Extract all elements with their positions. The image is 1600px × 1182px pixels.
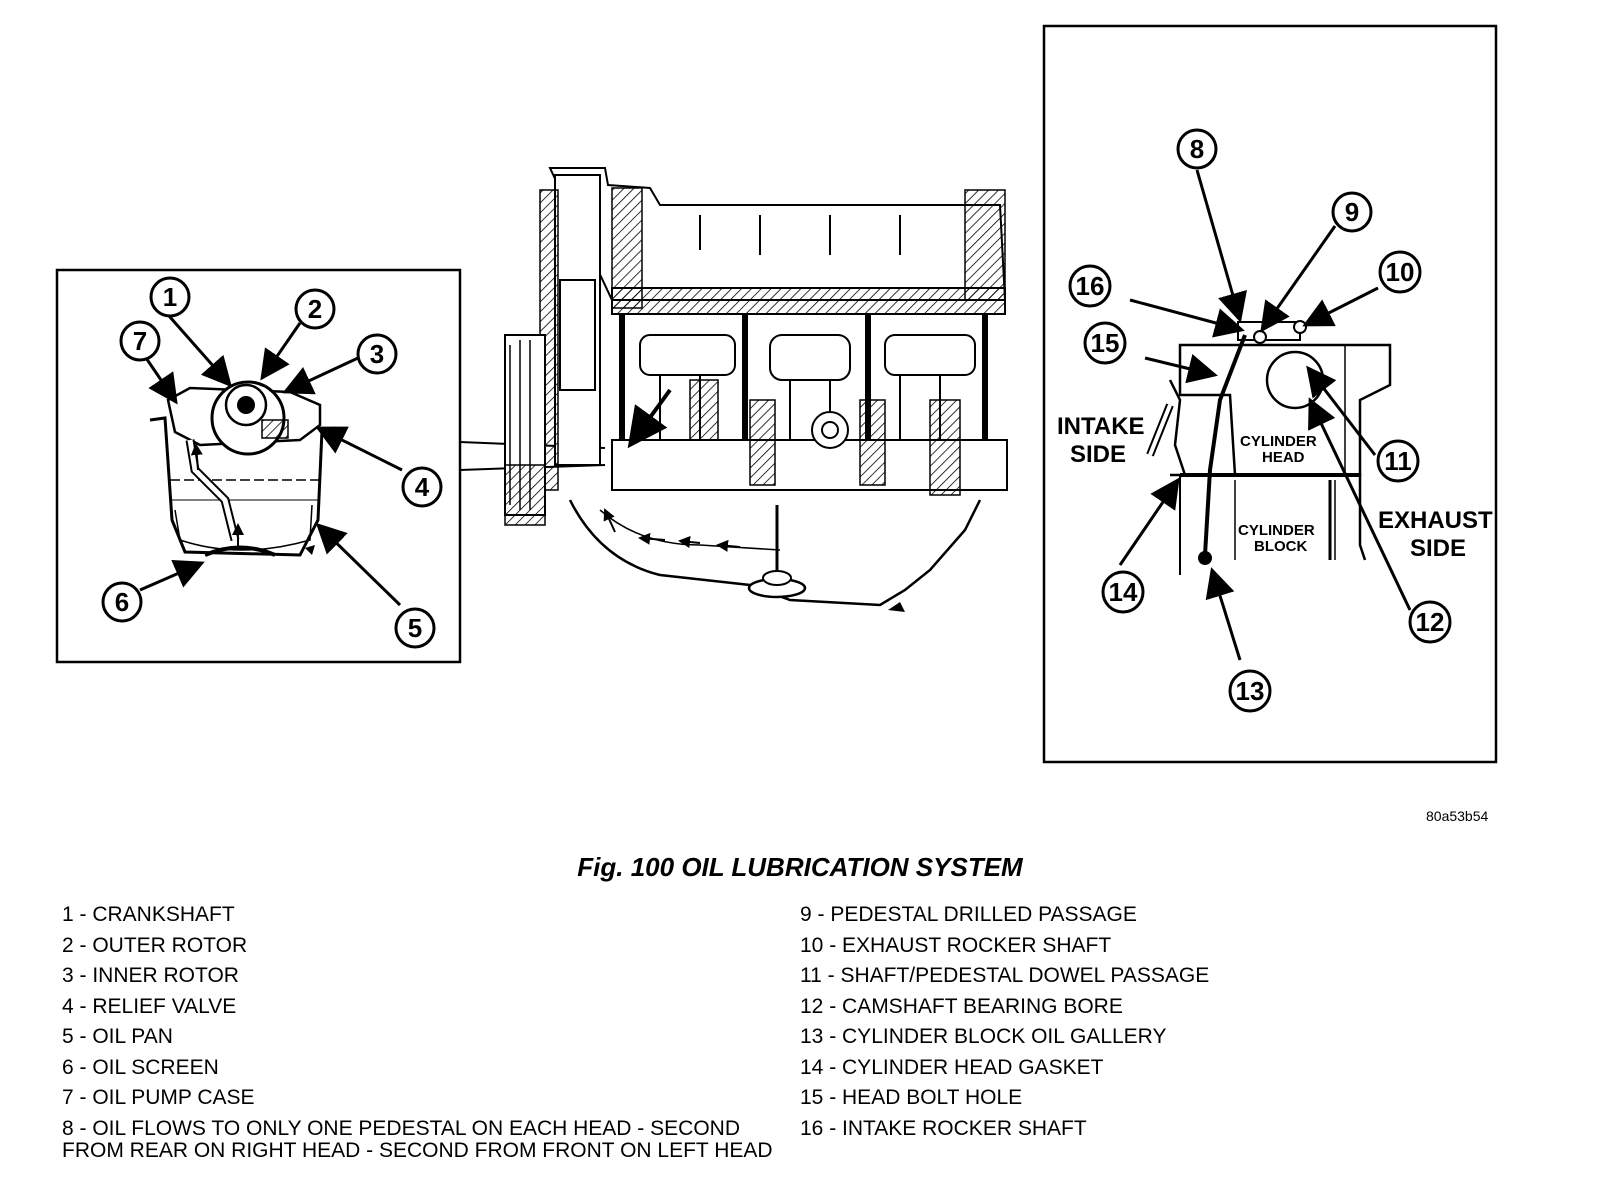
callout-11: 11 [1376,439,1420,483]
legend-item: 12 - CAMSHAFT BEARING BORE [800,994,1123,1018]
callout-8: 8 [1176,128,1218,170]
legend-item: 3 - INNER ROTOR [62,964,239,987]
intake-side-label-line2: SIDE [1070,441,1126,468]
svg-text:13: 13 [1236,676,1265,706]
callout-3: 3 [356,333,398,375]
legend-item: 4 - RELIEF VALVE [62,994,237,1018]
figure-title: Fig. 100 OIL LUBRICATION SYSTEM [577,852,1023,882]
legend-item: 1 - CRANKSHAFT [62,903,235,926]
svg-text:6: 6 [115,587,129,617]
legend-item: 9 - PEDESTAL DRILLED PASSAGE [800,903,1137,926]
exhaust-side-label-line2: SIDE [1410,535,1466,562]
legend-item: 6 - OIL SCREEN [62,1055,219,1079]
legend-item: 5 - OIL PAN [62,1025,173,1048]
legend-item: 10 - EXHAUST ROCKER SHAFT [800,933,1112,957]
cylinder-block-label-line2: BLOCK [1254,538,1307,555]
svg-text:11: 11 [1384,446,1412,476]
svg-text:12: 12 [1416,607,1445,637]
svg-text:16: 16 [1076,271,1105,301]
svg-text:9: 9 [1345,197,1359,227]
callout-4: 4 [401,466,443,508]
legend-item: 11 - SHAFT/PEDESTAL DOWEL PASSAGE [800,964,1210,987]
callout-10: 10 [1378,250,1422,294]
intake-side-label: INTAKE [1057,413,1145,440]
cylinder-block-label: CYLINDER [1238,522,1315,539]
svg-text:10: 10 [1386,257,1415,287]
callout-14: 14 [1101,570,1145,614]
exhaust-side-label: EXHAUST [1378,507,1493,534]
svg-text:8: 8 [1190,134,1204,164]
legend-right: 9 - PEDESTAL DRILLED PASSAGE 10 - EXHAUS… [800,900,1560,1144]
svg-text:7: 7 [133,326,147,356]
svg-text:5: 5 [408,613,422,643]
legend-item: 15 - HEAD BOLT HOLE [800,1086,1023,1109]
callout-1: 1 [149,276,191,318]
oil-pump-inset [55,268,462,664]
callout-2: 2 [294,288,336,330]
svg-text:14: 14 [1109,577,1138,607]
cylinder-head-label: CYLINDER [1240,433,1317,450]
callout-7: 7 [119,320,161,362]
callout-15: 15 [1083,321,1127,365]
legend-item: 7 - OIL PUMP CASE [62,1086,255,1109]
svg-text:4: 4 [415,472,430,502]
callout-13: 13 [1228,669,1272,713]
figure-code: 80a53b54 [1426,808,1489,824]
cylinder-head-inset [1042,24,1498,764]
callout-16: 16 [1068,264,1112,308]
legend-item: 2 - OUTER ROTOR [62,933,248,957]
legend-item: 8 - OIL FLOWS TO ONLY ONE PEDESTAL ON EA… [62,1116,773,1162]
svg-text:15: 15 [1091,328,1120,358]
cylinder-head-label-line2: HEAD [1262,449,1305,466]
callout-9: 9 [1331,191,1373,233]
svg-text:2: 2 [308,294,322,324]
oil-lubrication-diagram: INTAKE SIDE EXHAUST SIDE CYLINDER HEAD C… [55,24,1498,764]
legend-item: 16 - INTAKE ROCKER SHAFT [800,1116,1087,1140]
engine-cutaway [459,167,1008,612]
callout-6: 6 [101,581,143,623]
legend-item: 13 - CYLINDER BLOCK OIL GALLERY [800,1025,1167,1048]
callout-5: 5 [394,607,436,649]
legend-item: 14 - CYLINDER HEAD GASKET [800,1055,1104,1079]
svg-text:1: 1 [163,282,177,312]
svg-text:3: 3 [370,339,384,369]
callout-12: 12 [1408,600,1452,644]
legend-left: 1 - CRANKSHAFT 2 - OUTER ROTOR 3 - INNER… [62,900,782,1162]
